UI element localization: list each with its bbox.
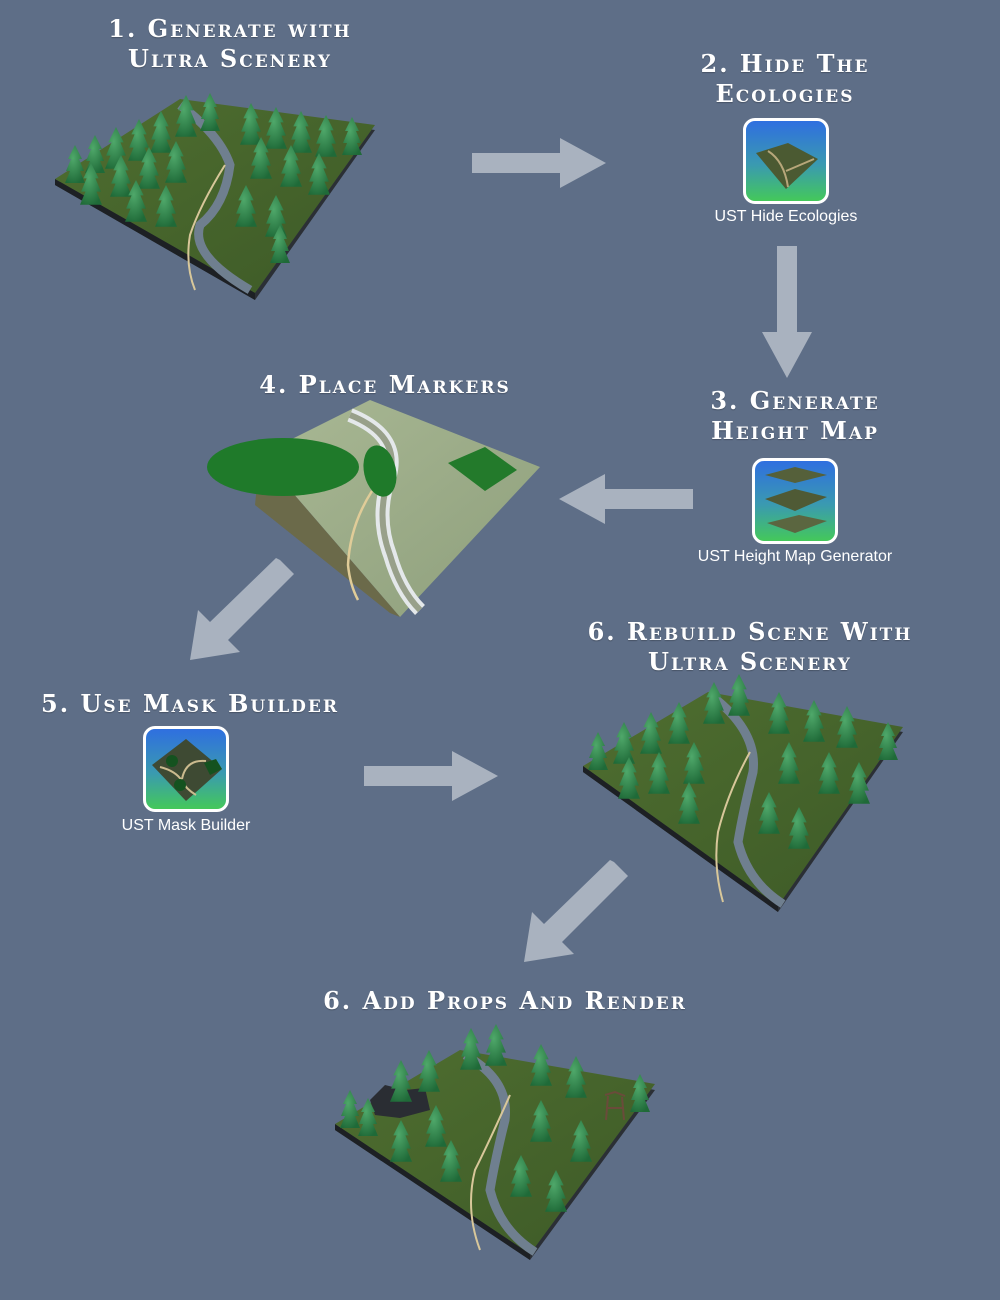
arrow-down-1 [762,246,812,378]
step2-title: 2. Hide The Ecologies [660,49,910,109]
step1-title-line1: 1. Generate with [108,14,352,43]
step2-caption: UST Hide Ecologies [714,208,858,225]
step3-title-line2: Height Map [711,416,879,445]
step1-title-line2: Ultra Scenery [128,44,332,73]
terrain-with-markers-scene [207,400,540,617]
hide-ecologies-icon[interactable] [743,118,829,204]
step5-title-line1: 5. Use Mask Builder [41,689,339,718]
step3-title-line1: 3. Generate [710,386,880,415]
step4-title-line1: 4. Place Markers [259,370,511,399]
arrow-right-1 [472,138,606,188]
final-render-scene [335,1024,655,1260]
step6b-title: 6. Add Props And Render [300,986,710,1016]
marker-square [448,447,517,491]
step6a-title-line1: 6. Rebuild Scene With [587,617,913,646]
step6b-title-line1: 6. Add Props And Render [323,986,687,1015]
marker-ellipse-large [207,438,359,496]
step6a-title-line2: Ultra Scenery [648,647,852,676]
step5-caption: UST Mask Builder [121,817,251,834]
step3-caption: UST Height Map Generator [697,548,893,565]
step5-title: 5. Use Mask Builder [20,689,360,719]
rebuilt-forest-scene [583,674,903,912]
watchtower-prop [604,1090,626,1121]
mask-builder-icon[interactable] [143,726,229,812]
marker-ellipse-small [363,445,397,497]
step2-title-line2: Ecologies [715,79,855,108]
height-map-generator-icon[interactable] [752,458,838,544]
step1-title: 1. Generate with Ultra Scenery [60,14,400,74]
step2-title-line1: 2. Hide The [700,49,870,78]
arrow-left-1 [559,474,693,524]
arrow-down-left-1 [190,558,294,660]
step6a-title: 6. Rebuild Scene With Ultra Scenery [560,617,940,677]
forest-terrain-scene [55,93,375,300]
arrow-right-2 [364,751,498,801]
step3-title: 3. Generate Height Map [665,386,925,446]
step4-title: 4. Place Markers [230,370,540,400]
arrow-down-left-2 [524,860,628,962]
